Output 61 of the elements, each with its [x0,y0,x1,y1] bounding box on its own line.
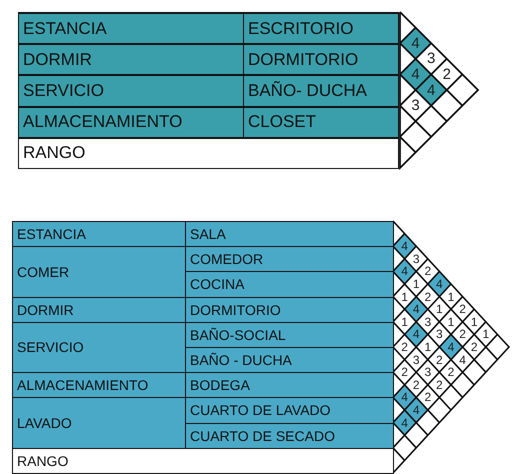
relation-value: 4 [401,240,408,252]
relation-value: 3 [426,51,436,66]
relation-value: 3 [412,252,420,265]
relation-value: 2 [470,341,478,353]
table-cell: ALMACENAMIENTO [12,372,187,398]
table-cell: SERVICIO [18,74,245,107]
relation-value: 2 [424,265,432,278]
relation-value: 3 [424,366,432,378]
table-cell: DORMITORIO [185,296,394,323]
relation-value: 3 [424,316,432,328]
table-cell: DORMIR [12,296,187,323]
relation-value: 4 [436,278,443,290]
table-cell: DORMIR [18,43,245,76]
relation-value: 2 [424,391,432,404]
table-cell: CUARTO DE SECADO [185,422,394,449]
relation-value: 4 [411,36,420,51]
relation-value: 4 [401,416,408,429]
relation-value: 1 [470,316,478,328]
relation-value: 2 [442,66,452,82]
relation-value: 4 [426,82,436,98]
relation-value: 3 [436,328,443,340]
relation-value: 3 [411,98,420,114]
table-cell: ALMACENAMIENTO [18,106,245,138]
relation-value: 2 [401,366,408,378]
relation-value: 2 [436,354,443,366]
relation-value: 4 [401,265,408,278]
relation-value: 2 [424,290,432,303]
relation-value: 2 [436,378,443,391]
relation-value: 1 [482,328,490,340]
relation-value: 4 [401,391,408,404]
table-cell: BAÑO-SOCIAL [185,322,394,348]
relation-value: 1 [447,290,455,303]
table-cell: BAÑO- DUCHA [243,74,399,107]
relation-value: 4 [412,328,420,340]
relation-value: 4 [411,66,420,82]
relation-value: 4 [459,354,466,366]
table-cell: ESTANCIA [18,12,245,44]
relation-value: 3 [412,354,420,366]
relation-value: 2 [459,303,466,316]
table-cell: CLOSET [243,106,399,138]
relation-value: 1 [401,316,408,328]
relation-value: 1 [401,290,408,303]
relation-value: 1 [447,316,455,328]
relation-value: 2 [412,378,420,391]
table-cell: RANGO [12,448,394,474]
table-cell: SERVICIO [12,322,187,374]
relation-value: 2 [459,328,466,340]
table-cell: ESTANCIA [12,221,187,248]
relation-value: 4 [412,404,420,416]
relation-value: 4 [412,303,420,316]
table-cell: COMER [12,246,187,298]
relation-value: 1 [412,278,420,290]
relation-value: 1 [436,303,443,316]
table-cell: RANGO [18,136,399,169]
table-cell: LAVADO [12,397,187,449]
relation-value: 1 [424,341,432,353]
table-cell: COCINA [185,271,394,298]
relation-value: 2 [401,341,408,353]
relation-value: 4 [447,341,455,353]
table-cell: BAÑO - DUCHA [185,347,394,374]
relation-value: 2 [447,366,455,378]
